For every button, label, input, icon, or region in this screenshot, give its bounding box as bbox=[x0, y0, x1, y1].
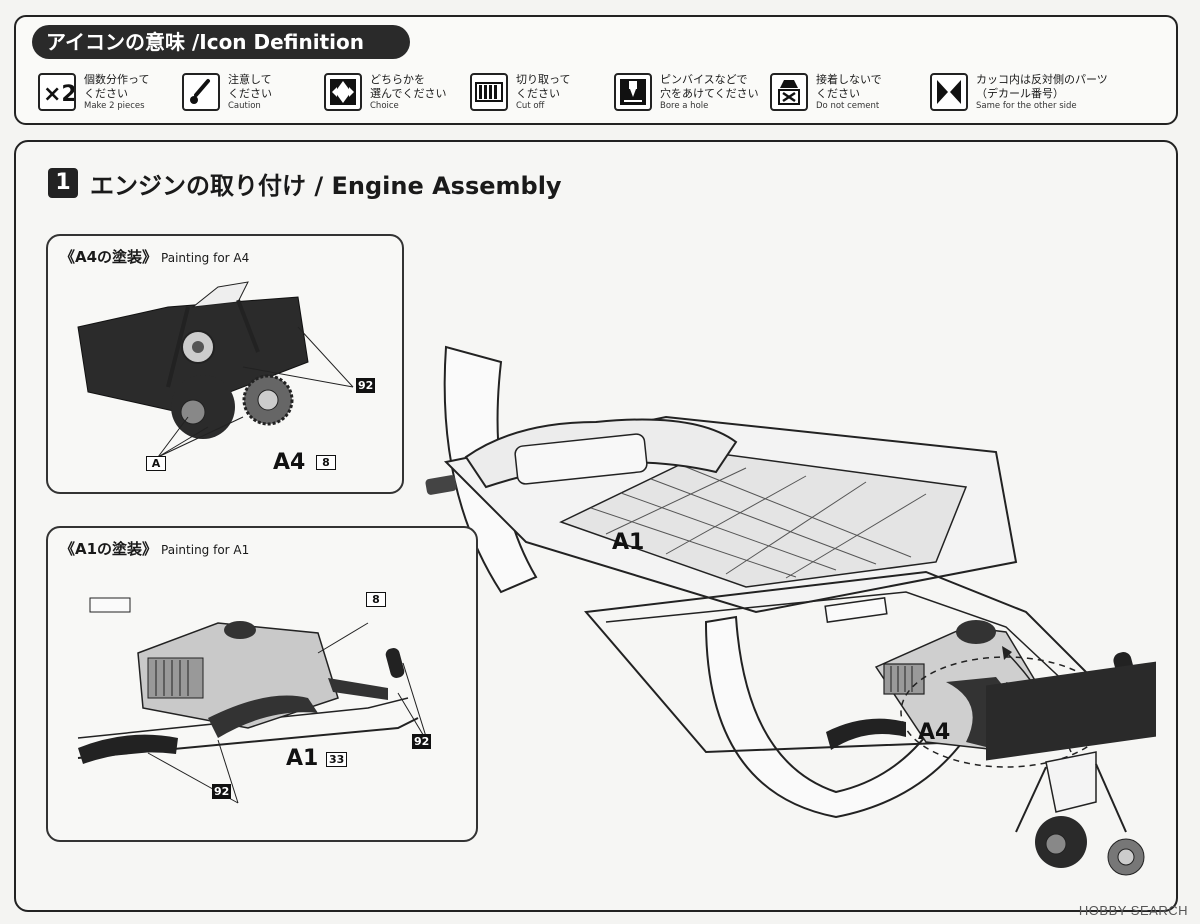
step-number: 1 bbox=[48, 168, 78, 198]
color-tag-92: 92 bbox=[356, 378, 376, 393]
engine-label-a4: A4 bbox=[918, 720, 951, 745]
painting-a4-title: 《A4の塗装》Painting for A4 bbox=[60, 248, 250, 266]
drill-icon bbox=[614, 73, 652, 111]
no-cement-icon bbox=[770, 73, 808, 111]
marker-a: A bbox=[146, 456, 166, 471]
legend-item-jp: 切り取って ください bbox=[516, 72, 571, 100]
legend-item-en: Cut off bbox=[516, 100, 545, 111]
painting-a1-panel: 《A1の塗装》Painting for A1 8 92 92 A1 33 bbox=[46, 526, 478, 842]
legend-item-en: Do not cement bbox=[816, 100, 880, 111]
chassis-label-a1: A1 bbox=[612, 530, 645, 555]
painting-a4-panel: 《A4の塗装》Painting for A4 92 A A4 8 bbox=[46, 234, 404, 494]
legend-item-jp: ピンバイスなどで 穴をあけてください bbox=[660, 72, 759, 100]
legend-item-en: Make 2 pieces bbox=[84, 100, 145, 111]
painting-a1-title: 《A1の塗装》Painting for A1 bbox=[60, 540, 250, 558]
step-title: エンジンの取り付け / Engine Assembly bbox=[90, 172, 562, 200]
times-two-icon: ×2 bbox=[38, 73, 76, 111]
legend-item-en: Same for the other side bbox=[976, 100, 1077, 111]
legend-item-jp: 接着しないで ください bbox=[816, 72, 882, 100]
chassis-illustration bbox=[425, 345, 1156, 876]
legend-item-cut-off: 切り取って ください Cut off bbox=[470, 69, 570, 115]
legend-item-bore-hole: ピンバイスなどで 穴をあけてください Bore a hole bbox=[614, 69, 759, 115]
legend-item-jp: どちらかを 選んでください bbox=[370, 72, 447, 100]
a1-part-label: A1 bbox=[286, 746, 319, 771]
mirror-icon bbox=[930, 73, 968, 111]
a4-part-label: A4 bbox=[273, 450, 306, 475]
legend-item-choice: どちらかを 選んでください Choice bbox=[324, 69, 446, 115]
legend-item-no-cement: 接着しないで ください Do not cement bbox=[770, 69, 882, 115]
legend-item-jp: カッコ内は反対側のパーツ （デカール番号） bbox=[976, 72, 1108, 100]
a1-painting-drawing bbox=[77, 597, 429, 804]
legend-item-caution: 注意して ください Caution bbox=[182, 69, 272, 115]
legend-item-en: Bore a hole bbox=[660, 100, 709, 111]
cut-off-icon bbox=[470, 73, 508, 111]
svg-text:×2: ×2 bbox=[43, 82, 74, 107]
watermark: HOBBY SEARCH bbox=[1078, 903, 1188, 918]
legend-item-en: Choice bbox=[370, 100, 399, 111]
legend-item-make-2: ×2 個数分作って ください Make 2 pieces bbox=[38, 69, 149, 115]
legend-title: アイコンの意味 /Icon Definition bbox=[32, 25, 410, 59]
icon-definition-legend: アイコンの意味 /Icon Definition ×2 個数分作って ください … bbox=[14, 15, 1178, 125]
step-1-panel: 1 エンジンの取り付け / Engine Assembly bbox=[14, 140, 1178, 912]
a1-right-color-tag: 92 bbox=[412, 734, 432, 749]
choice-icon bbox=[324, 73, 362, 111]
legend-item-jp: 注意して ください bbox=[228, 72, 272, 100]
a1-color-tag: 33 bbox=[326, 752, 348, 767]
a4-color-tag: 8 bbox=[316, 455, 336, 470]
a4-painting-drawing bbox=[77, 281, 354, 458]
a4-engine-drawing bbox=[986, 661, 1156, 876]
a1-top-color-tag: 8 bbox=[366, 592, 386, 607]
caution-icon bbox=[182, 73, 220, 111]
legend-item-mirror: カッコ内は反対側のパーツ （デカール番号） Same for the other… bbox=[930, 69, 1108, 115]
legend-item-jp: 個数分作って ください bbox=[84, 72, 150, 100]
legend-item-en: Caution bbox=[228, 100, 261, 111]
a1-bottom-color-tag: 92 bbox=[212, 784, 232, 799]
